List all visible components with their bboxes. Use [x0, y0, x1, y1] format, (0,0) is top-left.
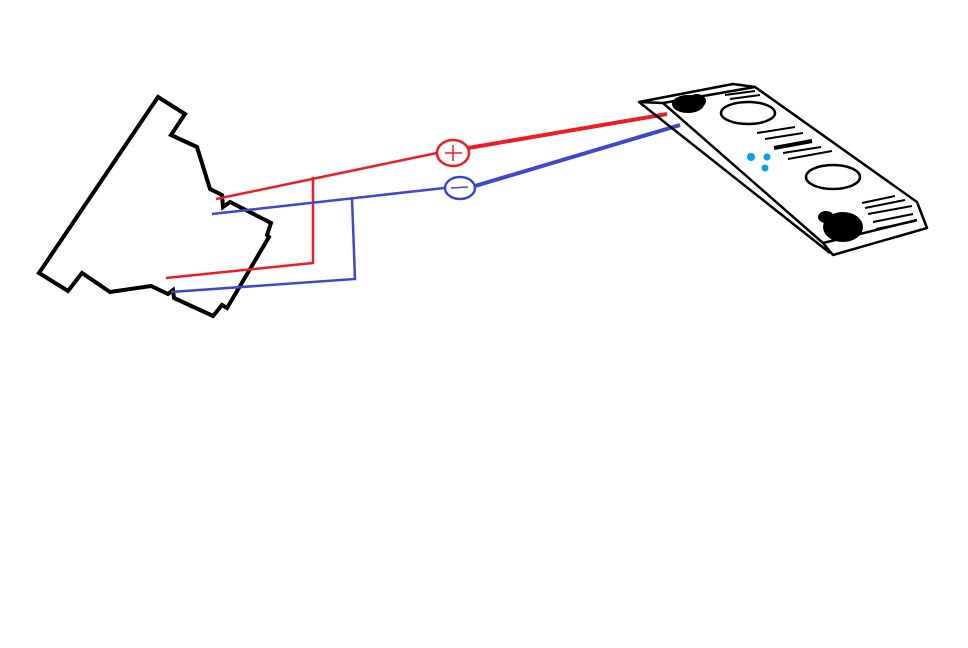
positive-terminal-symbol: [435, 138, 471, 168]
output-terminal: [672, 94, 706, 113]
status-led-dots: [747, 153, 771, 172]
connector-housing: [36, 94, 274, 319]
vent-circle-top: [719, 100, 777, 126]
vent-circle-bottom: [804, 163, 862, 191]
negative-terminal-symbol: [443, 175, 477, 201]
positive-wire: [165, 112, 668, 280]
negative-wire: [170, 123, 681, 294]
input-terminal: [818, 211, 863, 242]
vent-lines: [724, 90, 916, 230]
power-supply-unit: [637, 82, 929, 257]
